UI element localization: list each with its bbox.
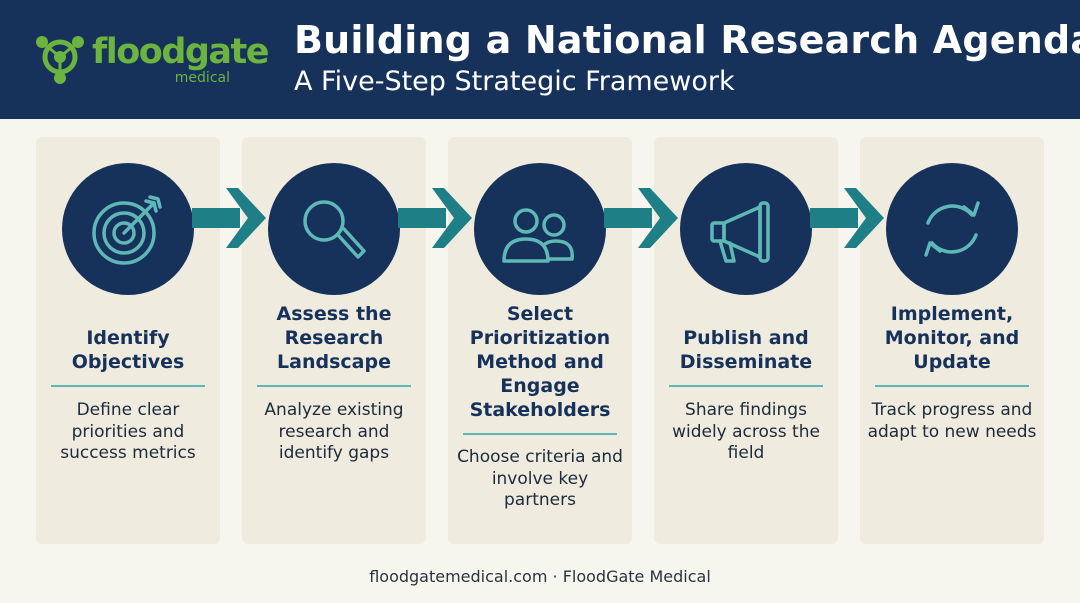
step-description-4: Share findings widely across the field — [672, 400, 820, 463]
step-divider — [669, 385, 823, 387]
magnifier-icon — [303, 200, 366, 259]
step-icon-circle — [268, 163, 400, 295]
people-icon — [502, 208, 574, 263]
megaphone-icon — [710, 201, 770, 263]
step-description-1: Define clear priorities and success metr… — [60, 400, 196, 463]
step-card-1: Identify Objectives Define clear priorit… — [36, 137, 220, 544]
logo-network-icon — [36, 36, 84, 84]
footer-credit: floodgatemedical.com · FloodGate Medical — [369, 567, 711, 586]
step-divider — [257, 385, 411, 387]
step-icon-circle — [474, 163, 606, 295]
logo-subtext: medical — [174, 70, 230, 86]
step-divider — [51, 385, 205, 387]
step-card-2: Assess the Research Landscape Analyze ex… — [242, 137, 426, 544]
arrow-right-icon — [398, 188, 472, 248]
page-subtitle: A Five-Step Strategic Framework — [294, 66, 735, 97]
step-card-5: Implement, Monitor, and Update Track pro… — [860, 137, 1044, 544]
step-description-2: Analyze existing research and identify g… — [264, 400, 404, 463]
step-divider — [463, 433, 617, 435]
step-card-4: Publish and Disseminate Share findings w… — [654, 137, 838, 544]
step-description-3: Choose criteria and involve key partners — [457, 447, 623, 510]
target-icon — [92, 195, 162, 265]
step-title-5: Implement, Monitor, and Update — [884, 303, 1020, 373]
step-title-1: Identify Objectives — [71, 327, 185, 373]
header-banner: floodgate medical Building a National Re… — [0, 0, 1080, 119]
step-title-4: Publish and Disseminate — [679, 327, 813, 373]
step-card-3: Select Prioritization Method and Engage … — [448, 137, 632, 544]
step-icon-circle — [886, 163, 1018, 295]
brand-logo: floodgate medical — [34, 30, 270, 90]
refresh-icon — [924, 201, 980, 257]
step-title-2: Assess the Research Landscape — [276, 303, 392, 373]
step-icon-circle — [680, 163, 812, 295]
step-title-3: Select Prioritization Method and Engage … — [469, 303, 611, 421]
page-title: Building a National Research Agenda — [294, 18, 1080, 62]
arrow-right-icon — [192, 188, 266, 248]
step-description-5: Track progress and adapt to new needs — [867, 400, 1037, 442]
step-divider — [875, 385, 1029, 387]
logo-wordmark: floodgate — [92, 32, 270, 72]
arrow-right-icon — [604, 188, 678, 248]
step-icon-circle — [62, 163, 194, 295]
arrow-right-icon — [810, 188, 884, 248]
